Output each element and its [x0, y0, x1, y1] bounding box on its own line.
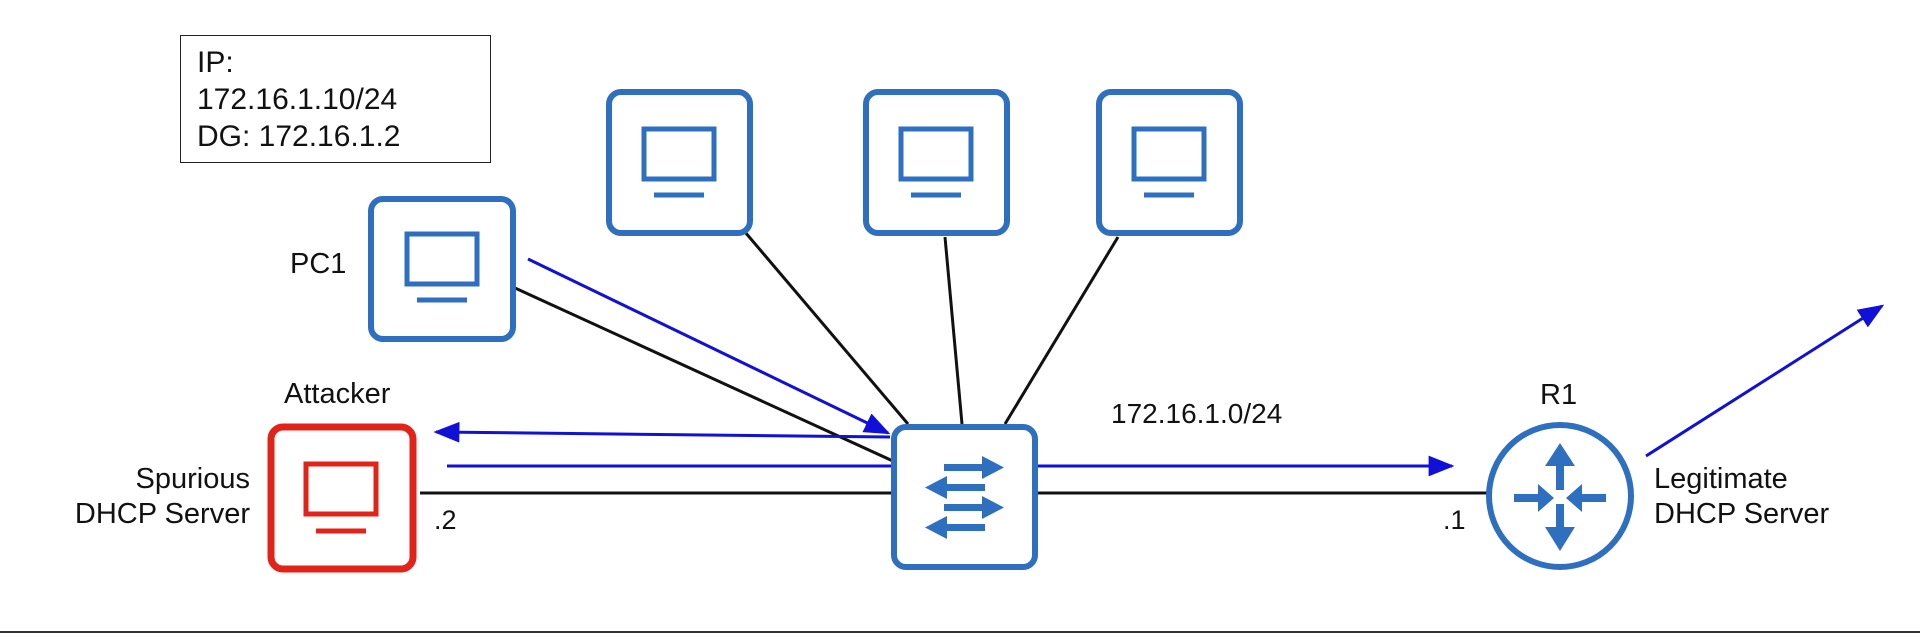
legit-label-line2: DHCP Server	[1654, 498, 1830, 530]
router-address: .1	[1443, 505, 1466, 535]
pc-icon	[1131, 126, 1207, 198]
link-top-pc2-switch	[943, 236, 964, 425]
ip-config-box: IP: 172.16.1.10/24 DG: 172.16.1.2	[180, 35, 491, 163]
pc-icon	[641, 126, 717, 198]
switch-device	[891, 424, 1038, 570]
legit-label-line1: Legitimate	[1654, 463, 1788, 495]
spurious-label-line1: Spurious	[135, 463, 250, 495]
attacker-address: .2	[434, 505, 457, 535]
switch-icon	[925, 456, 1004, 539]
pc-icon	[303, 461, 379, 534]
message-arrows	[433, 257, 1885, 477]
arrow-router-out	[1645, 304, 1885, 458]
attacker-label: Attacker	[284, 378, 391, 410]
link-pc1-switch	[514, 286, 896, 464]
ip-address: 172.16.1.10/24	[197, 83, 398, 116]
top-pc-3	[1096, 89, 1243, 236]
top-pc-1	[606, 89, 753, 236]
pc-icon	[898, 126, 974, 198]
bottom-border	[0, 631, 1920, 633]
attacker-device	[267, 423, 417, 573]
router-label: R1	[1540, 379, 1578, 411]
router-icon	[1514, 443, 1606, 551]
pc1-device	[368, 196, 516, 342]
top-pc-2	[863, 89, 1010, 236]
link-top-pc1-switch	[743, 231, 910, 425]
spurious-label-line2: DHCP Server	[74, 498, 250, 530]
arrow-to-attacker	[433, 421, 891, 443]
pc-icon	[404, 231, 480, 303]
links	[420, 231, 1488, 495]
arrow-pc1-discover	[527, 257, 891, 435]
default-gateway: DG: 172.16.1.2	[197, 120, 401, 153]
pc1-label: PC1	[290, 248, 347, 280]
link-top-pc3-switch	[1003, 236, 1120, 425]
router-device	[1486, 422, 1634, 570]
ip-label: IP:	[197, 46, 234, 79]
subnet-label: 172.16.1.0/24	[1111, 398, 1283, 429]
